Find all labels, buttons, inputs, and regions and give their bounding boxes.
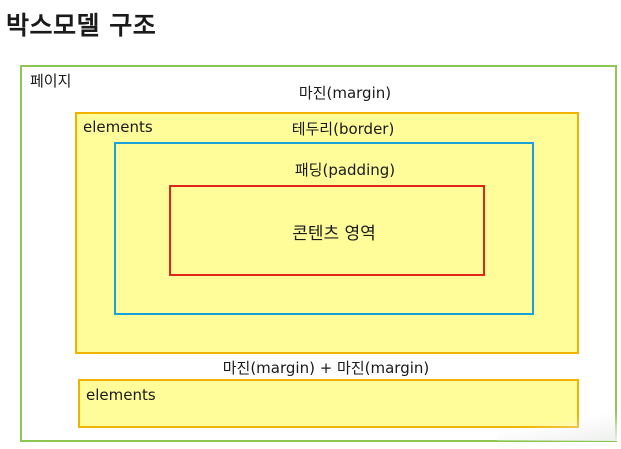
element-label-2: elements (86, 386, 156, 404)
border-label: 테두리(border) (291, 120, 395, 138)
margin-label: 마진(margin) (298, 84, 392, 102)
page-label: 페이지 (30, 72, 72, 90)
element-label-1: elements (83, 118, 153, 136)
content-box (169, 185, 485, 276)
page-title: 박스모델 구조 (6, 11, 157, 40)
content-label: 콘텐츠 영역 (292, 224, 376, 244)
margin-sum-label: 마진(margin) + 마진(margin) (222, 359, 430, 377)
element-box-2 (78, 379, 579, 428)
padding-label: 패딩(padding) (294, 161, 396, 179)
